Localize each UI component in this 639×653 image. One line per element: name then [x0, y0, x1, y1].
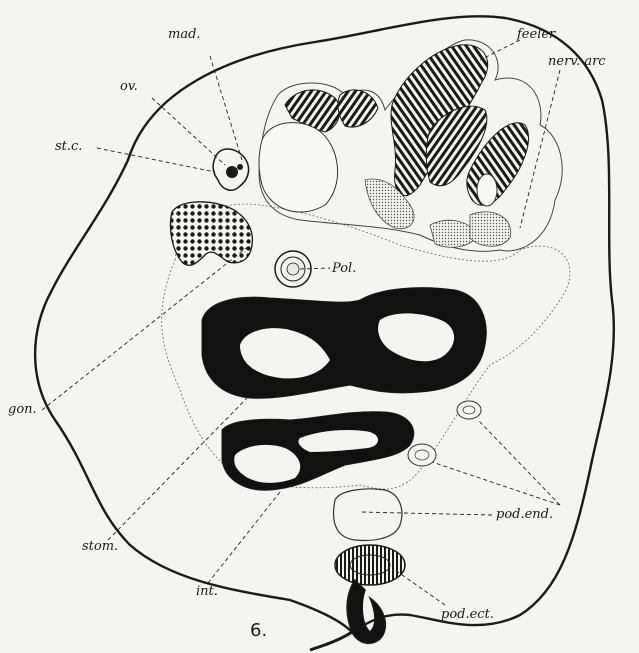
ovary-statocyst	[213, 149, 249, 190]
label-feeler: feeler.	[517, 28, 558, 41]
stalk-loop	[347, 580, 385, 643]
label-pol: Pol.	[332, 262, 356, 275]
feeler-region	[259, 40, 562, 251]
label-int: int.	[196, 585, 218, 598]
gonad	[170, 202, 252, 265]
gastric-cavity	[202, 288, 486, 399]
stomach	[222, 412, 414, 491]
label-stom: stom.	[82, 540, 118, 553]
label-pod-end: pod.end.	[496, 508, 553, 521]
label-gon: gon.	[8, 403, 37, 416]
pedal-endoderm	[334, 489, 402, 541]
figure-number: 6.	[250, 622, 267, 640]
pedal-organs	[408, 401, 481, 466]
label-ov: ov.	[120, 80, 138, 93]
label-stc: st.c.	[55, 140, 82, 153]
pedal-ectoderm	[335, 545, 405, 585]
label-pod-ect: pod.ect.	[441, 608, 494, 621]
label-mad: mad.	[168, 28, 201, 41]
polar-organ	[275, 251, 311, 287]
label-nerv-arc: nerv. arc	[548, 55, 606, 68]
